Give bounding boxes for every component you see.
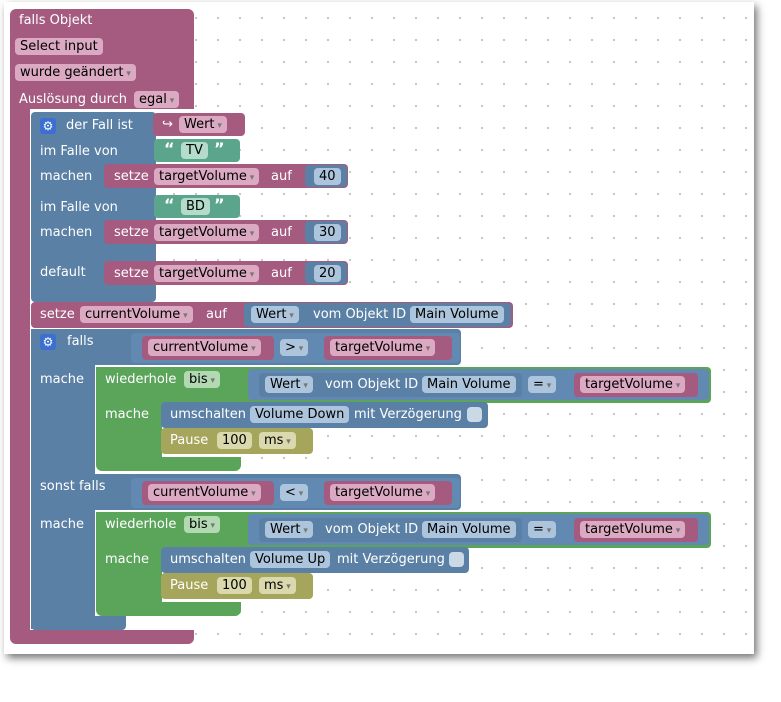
delay-label: mit Verzögerung: [337, 552, 445, 567]
set-to-label: auf: [271, 266, 292, 281]
pause-value-field[interactable]: 100: [217, 577, 252, 594]
repeat-block-2-bottom: [96, 602, 241, 616]
event-title: falls Objekt: [19, 13, 93, 28]
set-current-var-dropdown[interactable]: currentVolume: [80, 306, 193, 323]
set-to-label: auf: [271, 169, 292, 184]
elseif-label: sonst falls: [40, 479, 106, 494]
set-label: setze: [114, 225, 149, 240]
toggle-object-field[interactable]: Volume Up: [250, 551, 331, 568]
loop-op-dropdown[interactable]: =: [528, 521, 557, 538]
delay-checkbox[interactable]: [449, 552, 464, 567]
trigger-label: Auslösung durch: [19, 92, 128, 107]
case1-label: im Falle von: [40, 144, 118, 159]
repeat-mode-dropdown[interactable]: bis: [184, 516, 221, 533]
set-var-dropdown[interactable]: targetVolume: [154, 168, 260, 185]
toggle-label: umschalten: [170, 407, 246, 422]
set-to-label: auf: [271, 225, 292, 240]
quote-icon: ”: [214, 139, 225, 158]
if-label: falls: [67, 334, 94, 349]
get-from-label: vom Objekt ID: [325, 522, 419, 537]
case2-value-field[interactable]: BD: [181, 198, 210, 215]
case2-label: im Falle von: [40, 200, 118, 215]
pause-label: Pause: [170, 578, 209, 593]
loop-right-dropdown[interactable]: targetVolume: [580, 521, 686, 538]
repeat-do-label: mache: [105, 407, 150, 422]
cond2-left-dropdown[interactable]: currentVolume: [148, 484, 261, 501]
set-var-dropdown[interactable]: targetVolume: [154, 265, 260, 282]
loop-right-dropdown[interactable]: targetVolume: [580, 376, 686, 393]
pause-unit-dropdown[interactable]: ms: [259, 432, 296, 449]
repeat-mode-dropdown[interactable]: bis: [184, 371, 221, 388]
case2-do-label: machen: [40, 225, 93, 240]
cond1-right-dropdown[interactable]: targetVolume: [330, 339, 436, 356]
repeat-label: wiederhole: [105, 517, 177, 532]
loop-op-dropdown[interactable]: =: [528, 376, 557, 393]
cond1-left-dropdown[interactable]: currentVolume: [148, 339, 261, 356]
repeat-block-1-spine: [96, 367, 162, 463]
case1-do-label: machen: [40, 169, 93, 184]
trigger-value-dropdown[interactable]: egal: [134, 91, 180, 108]
set-var-dropdown[interactable]: targetVolume: [154, 224, 260, 241]
if-do-label: mache: [40, 372, 85, 387]
switch-var-dropdown[interactable]: Wert: [179, 116, 227, 133]
elseif-do-label: mache: [40, 517, 85, 532]
toggle-object-field[interactable]: Volume Down: [250, 406, 350, 423]
number-value-field[interactable]: 30: [314, 224, 341, 241]
set-label: setze: [114, 266, 149, 281]
pause-label: Pause: [170, 433, 209, 448]
repeat-label: wiederhole: [105, 372, 177, 387]
set-label: setze: [114, 169, 149, 184]
get-prop-dropdown[interactable]: Wert: [265, 521, 313, 538]
delay-checkbox[interactable]: [467, 407, 482, 422]
quote-icon: ”: [214, 195, 225, 214]
repeat-block-1-bottom: [96, 457, 241, 471]
case1-value-field[interactable]: TV: [181, 142, 208, 159]
event-trigger-dropdown[interactable]: wurde geändert: [15, 64, 136, 81]
repeat-do-label: mache: [105, 552, 150, 567]
get-from-label: vom Objekt ID: [325, 377, 419, 392]
delay-label: mit Verzögerung: [354, 407, 462, 422]
set-current-label: setze: [40, 307, 75, 322]
get-object-field[interactable]: Main Volume: [422, 376, 516, 393]
event-block-spine: [10, 102, 30, 632]
cond2-right-dropdown[interactable]: targetVolume: [330, 484, 436, 501]
cond1-op-dropdown[interactable]: >: [280, 339, 309, 356]
switch-label: der Fall ist: [66, 118, 133, 133]
pause-value-field[interactable]: 100: [217, 432, 252, 449]
quote-icon: “: [164, 195, 175, 214]
event-object-field[interactable]: Select input: [15, 38, 103, 55]
get-object-field[interactable]: Main Volume: [410, 306, 504, 323]
if-block-bottom: [31, 616, 126, 630]
default-label: default: [40, 265, 86, 280]
blockly-workspace[interactable]: falls Objekt Select input wurde geändert…: [4, 2, 754, 654]
gear-icon[interactable]: ⚙: [40, 334, 56, 350]
get-prop-dropdown[interactable]: Wert: [251, 306, 299, 323]
get-prop-dropdown[interactable]: Wert: [265, 376, 313, 393]
number-value-field[interactable]: 20: [314, 265, 341, 282]
set-current-to-label: auf: [206, 307, 227, 322]
event-block-bottom: [10, 630, 194, 644]
return-arrow-icon: ↪: [162, 117, 173, 132]
toggle-label: umschalten: [170, 552, 246, 567]
cond2-op-dropdown[interactable]: <: [280, 484, 309, 501]
number-value-field[interactable]: 40: [314, 168, 341, 185]
get-from-label: vom Objekt ID: [313, 307, 407, 322]
get-object-field[interactable]: Main Volume: [422, 521, 516, 538]
quote-icon: “: [164, 139, 175, 158]
pause-unit-dropdown[interactable]: ms: [259, 577, 296, 594]
repeat-block-2-spine: [96, 512, 162, 608]
gear-icon[interactable]: ⚙: [40, 118, 56, 134]
